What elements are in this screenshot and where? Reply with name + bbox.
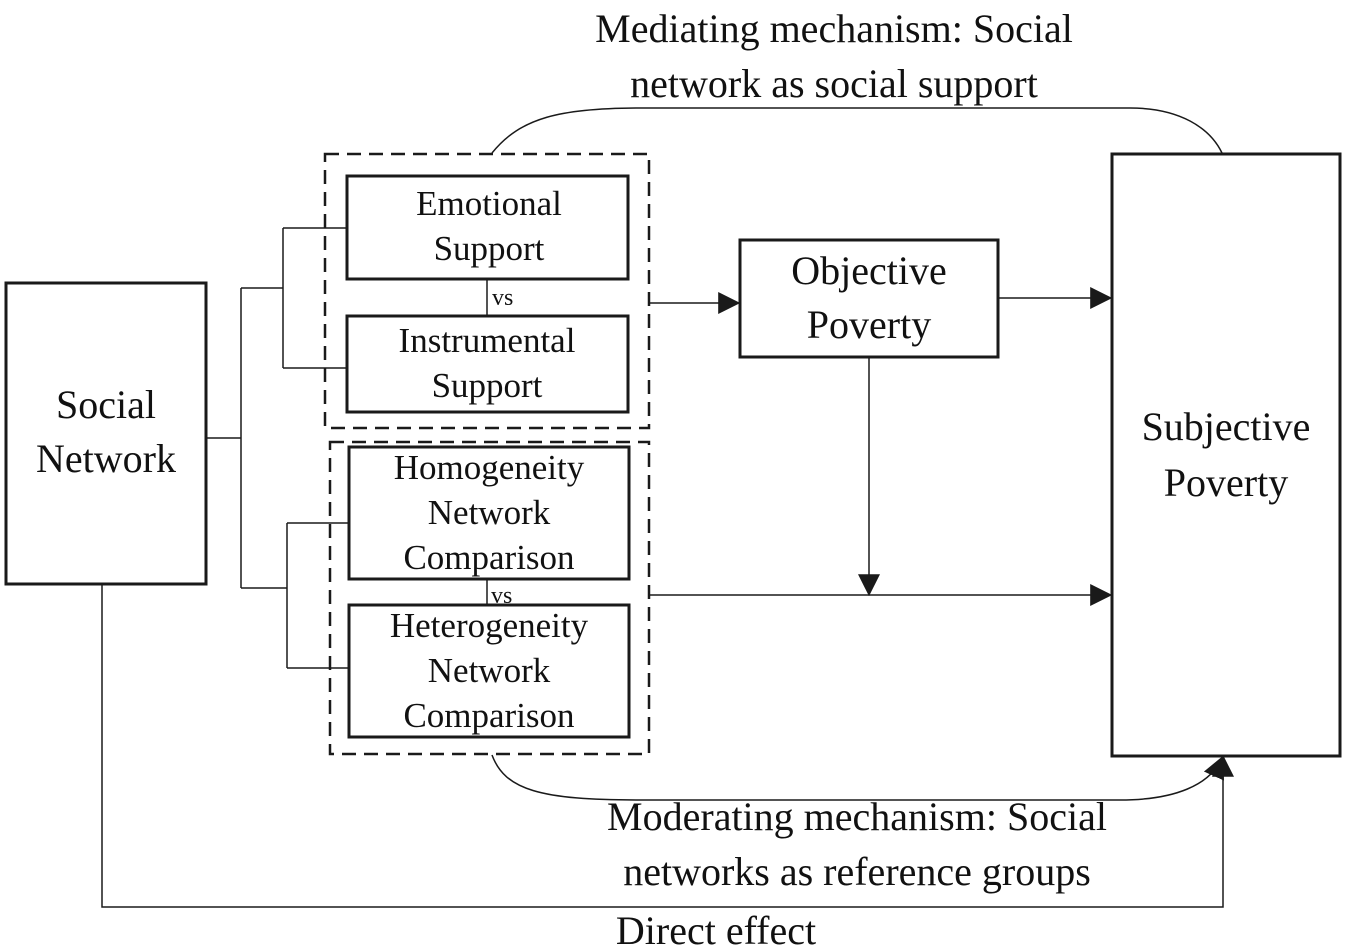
- homogeneity-comparison-label: Network: [428, 493, 551, 532]
- objective-poverty-label: Objective: [791, 248, 947, 293]
- vs-label-comparison: vs: [491, 583, 512, 609]
- bracket-connectors: [206, 227, 349, 669]
- vs-label-support: vs: [492, 285, 513, 311]
- subjective-poverty-label: Subjective: [1142, 404, 1311, 449]
- homogeneity-comparison-label: Comparison: [403, 538, 574, 577]
- heterogeneity-comparison-label: Heterogeneity: [390, 606, 589, 645]
- moderating-caption: Moderating mechanism: Social: [607, 794, 1107, 839]
- moderating-curve: [491, 754, 1224, 801]
- subjective-poverty-label: Poverty: [1164, 460, 1288, 505]
- homogeneity-comparison-box: [347, 445, 631, 581]
- objective-poverty-label: Poverty: [807, 302, 931, 347]
- mediating-caption: network as social support: [630, 61, 1038, 106]
- direct-effect-caption: Direct effect: [616, 908, 816, 951]
- comparison-group-dashed-box: [328, 440, 651, 756]
- heterogeneity-comparison-box: [347, 603, 631, 739]
- social-network-label: Network: [36, 436, 176, 481]
- social-network-label: Social: [56, 382, 156, 427]
- direct-effect-path: [101, 584, 1234, 908]
- social-network-box: [4, 281, 208, 586]
- instrumental-support-label: Instrumental: [399, 321, 576, 360]
- mediating-caption: Mediating mechanism: Social: [595, 6, 1073, 51]
- homogeneity-comparison-label: Homogeneity: [394, 448, 585, 487]
- heterogeneity-comparison-label: Network: [428, 651, 551, 690]
- heterogeneity-comparison-label: Comparison: [403, 696, 574, 735]
- instrumental-support-label: Support: [432, 366, 543, 405]
- mediating-curve: [491, 107, 1223, 154]
- subjective-poverty-box: [1110, 152, 1342, 758]
- emotional-support-label: Support: [434, 229, 545, 268]
- moderating-caption: networks as reference groups: [623, 849, 1091, 894]
- emotional-support-label: Emotional: [416, 184, 562, 223]
- support-group-dashed-box: [323, 152, 651, 430]
